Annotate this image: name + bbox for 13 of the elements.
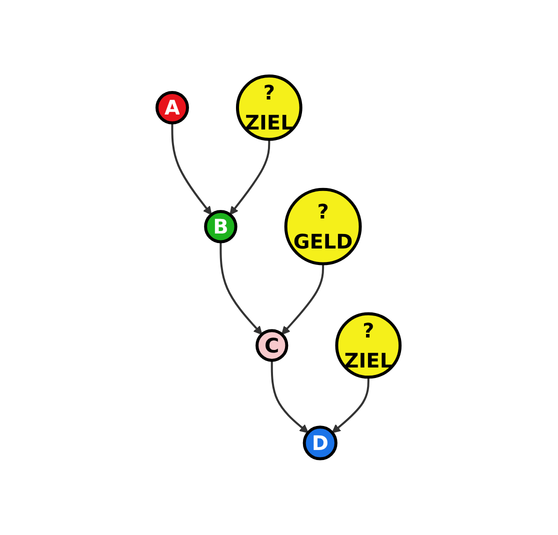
arrow <box>282 264 324 335</box>
arrow <box>230 139 271 216</box>
node-circle: ? ZIEL <box>336 312 402 379</box>
arrow <box>271 360 309 434</box>
node-circle: B <box>204 210 238 244</box>
arrow <box>332 377 370 434</box>
node-circle: C <box>256 329 289 362</box>
node-circle: ? GELD <box>284 188 362 266</box>
node-circle: D <box>303 426 338 460</box>
arrow <box>220 242 263 335</box>
node-circle: ? ZIEL <box>236 74 303 141</box>
node-circle: A <box>156 91 190 125</box>
arrow <box>172 123 212 216</box>
